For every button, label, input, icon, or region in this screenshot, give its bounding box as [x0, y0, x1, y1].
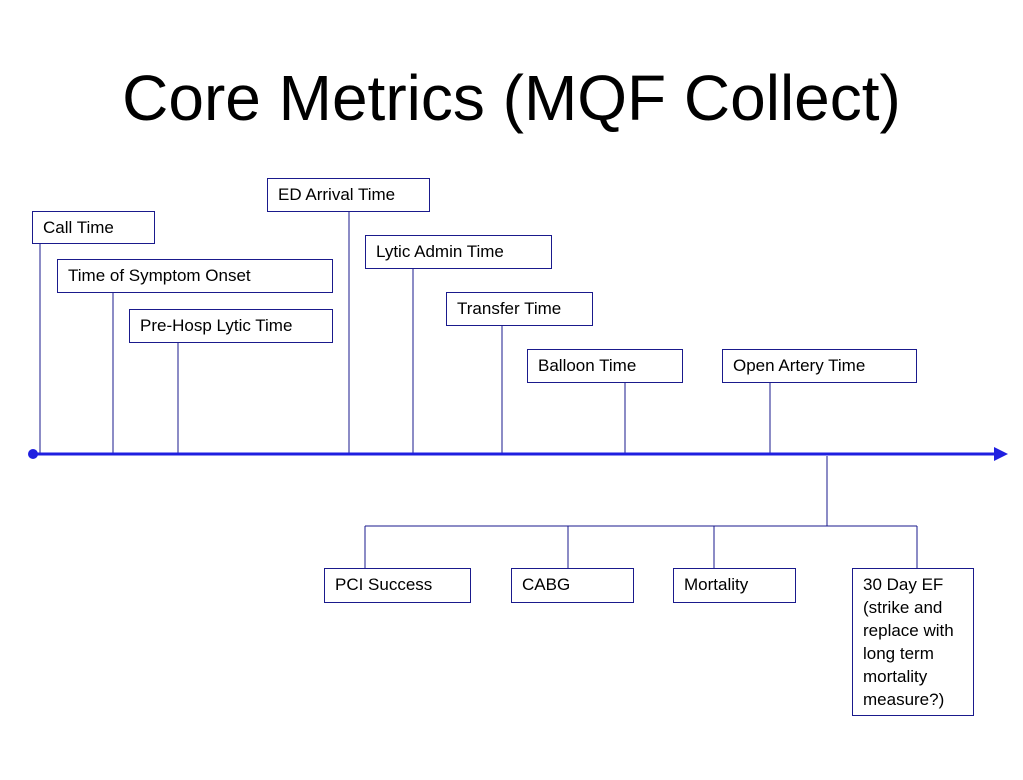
event-open-artery: Open Artery Time: [722, 349, 917, 383]
event-ed-arrival: ED Arrival Time: [267, 178, 430, 212]
outcome-mortality: Mortality: [673, 568, 796, 603]
event-transfer: Transfer Time: [446, 292, 593, 326]
outcome-cabg: CABG: [511, 568, 634, 603]
event-pre-hosp-lytic: Pre-Hosp Lytic Time: [129, 309, 333, 343]
outcome-30-day-ef: 30 Day EF (strike and replace with long …: [852, 568, 974, 716]
timeline-arrowhead: [994, 447, 1008, 461]
event-symptom-onset: Time of Symptom Onset: [57, 259, 333, 293]
event-call-time: Call Time: [32, 211, 155, 244]
timeline-start-dot: [28, 449, 38, 459]
event-lytic-admin: Lytic Admin Time: [365, 235, 552, 269]
slide-title: Core Metrics (MQF Collect): [122, 62, 901, 134]
outcome-pci-success: PCI Success: [324, 568, 471, 603]
event-balloon: Balloon Time: [527, 349, 683, 383]
